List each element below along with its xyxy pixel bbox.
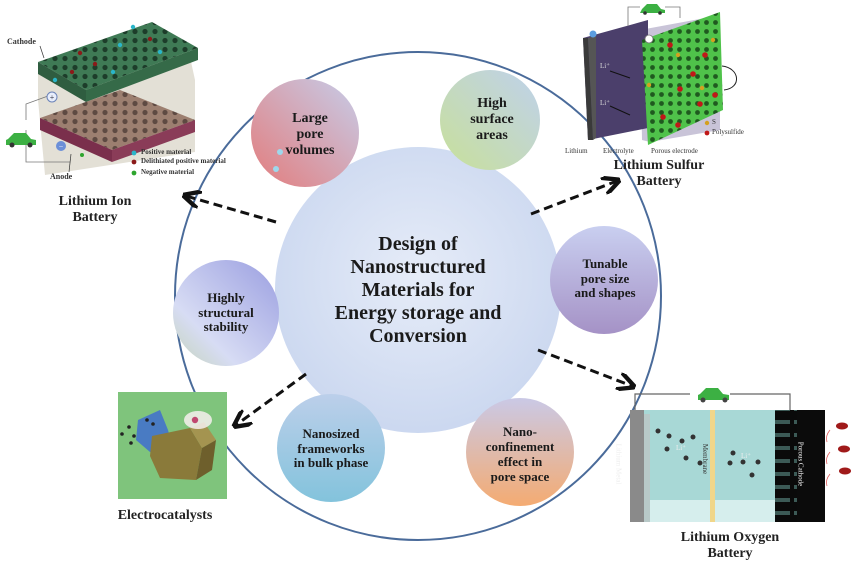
car-icon <box>640 4 665 15</box>
li-ion-label: Li⁺ <box>600 99 610 107</box>
bubble-tunable-pore-size <box>550 226 658 334</box>
porous-electrode-label: Porous electrode <box>651 147 698 155</box>
negative-terminal-icon <box>56 141 66 151</box>
legend-polysulfide: Polysulfide <box>712 128 744 136</box>
lithium-electrode-label: Lithium <box>565 147 588 155</box>
svg-text:−: − <box>59 142 64 151</box>
li-ion-label: Li⁺ <box>676 444 686 452</box>
lithium-oxygen-battery-illustration <box>630 388 851 522</box>
bubble-large-pore-volumes <box>251 79 359 187</box>
positive-terminal-icon <box>46 91 58 103</box>
porous-cathode-label: Porous Cathode <box>796 441 805 487</box>
arrow-to-lithium-oxygen <box>537 348 632 386</box>
label-tunable-pore-size: Tunable pore size and shapes <box>574 255 636 301</box>
bubble-structural-stability <box>173 260 279 366</box>
lithium-ion-battery-illustration: + − <box>6 22 198 176</box>
legend-positive-material: Positive material <box>141 148 192 156</box>
bubble-high-surface-areas <box>440 70 540 170</box>
arrow-to-electrocatalysts <box>236 372 307 425</box>
lithium-sulfur-battery-illustration <box>583 4 737 145</box>
arrow-to-lithium-sulfur <box>530 181 617 216</box>
lithium-metal-label: Lithium Metal <box>614 443 623 485</box>
legend-sulfur: S <box>712 118 716 126</box>
outer-ring <box>174 51 662 541</box>
center-circle <box>275 147 561 433</box>
lithium-sulfur-title: Lithium Sulfur Battery <box>613 158 705 190</box>
label-large-pore-volumes: Large pore volumes <box>285 110 335 159</box>
arrow-to-lithium-ion <box>186 196 277 224</box>
pore-dot-icon <box>277 149 283 155</box>
anode-label: Anode <box>50 172 73 181</box>
electrocatalysts-illustration <box>118 392 227 499</box>
lithium-oxygen-title: Lithium Oxygen Battery <box>680 530 780 562</box>
bubble-nanosized-frameworks <box>277 394 385 502</box>
li-ion-label: Li⁺ <box>741 452 751 460</box>
lithium-metal-electrode <box>630 410 644 522</box>
bubble-nano-confinement <box>466 398 574 506</box>
label-structural-stability: Highly structural stability <box>198 289 254 335</box>
li-ion-label: Li⁺ <box>600 62 610 70</box>
oxygen-molecule-icon <box>826 422 851 487</box>
label-nanosized-frameworks: Nanosized frameworks in bulk phase <box>293 425 369 471</box>
electrocatalysts-title: Electrocatalysts <box>117 508 213 523</box>
pore-dot-icon <box>273 166 279 172</box>
car-icon <box>6 133 36 148</box>
label-nano-confinement: Nano- confinement effect in pore space <box>485 424 555 484</box>
car-icon <box>698 388 729 403</box>
label-high-surface-areas: High surface areas <box>470 95 514 144</box>
legend-delithiated-material: Delithiated positive material <box>141 157 226 165</box>
membrane <box>710 410 715 522</box>
lithium-ion-title: Lithium Ion Battery <box>58 194 132 226</box>
cathode-label: Cathode <box>7 37 36 46</box>
svg-text:+: + <box>50 93 55 102</box>
legend-negative-material: Negative material <box>141 168 195 176</box>
electrolyte-label: Electrolyte <box>603 147 634 155</box>
membrane-label: Membrane <box>701 443 710 475</box>
center-title: Design of Nanostructured Materials for E… <box>334 232 502 347</box>
